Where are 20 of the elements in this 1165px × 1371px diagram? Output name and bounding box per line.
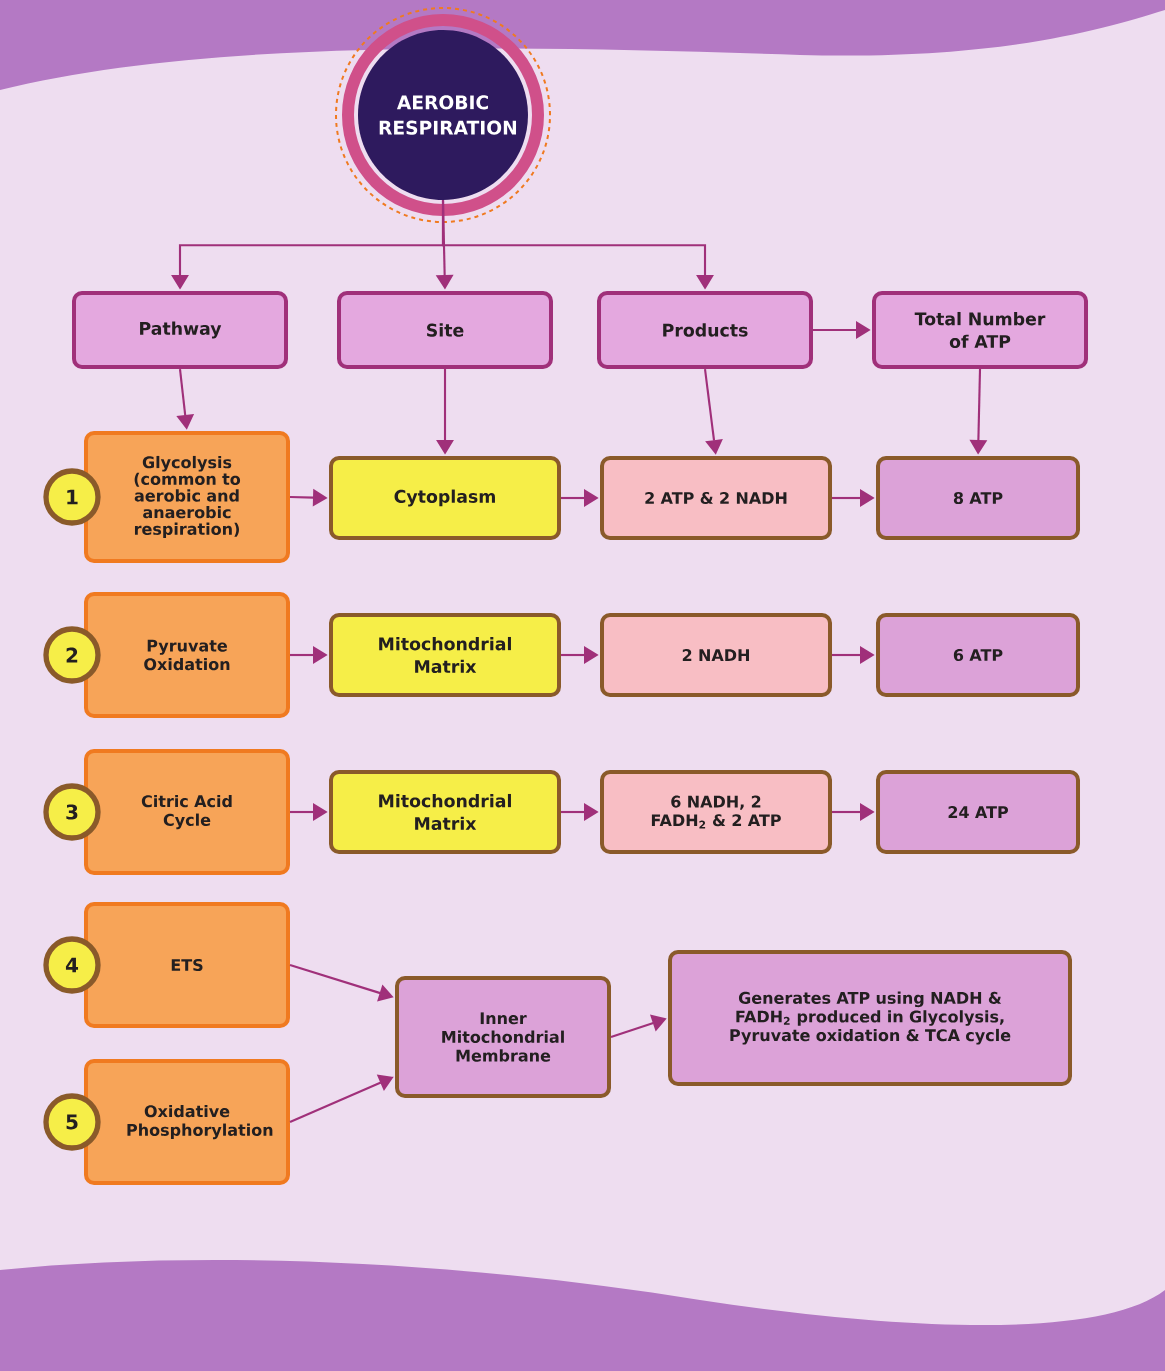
- pathway-box: Pyruvate Oxidation: [84, 592, 290, 718]
- site-box: Mitochondrial Matrix: [329, 613, 561, 697]
- pathway-box: Oxidative Phosphorylation: [84, 1059, 290, 1185]
- column-header-box: Site: [337, 291, 553, 369]
- product-box: 2 NADH: [600, 613, 832, 697]
- result-box: 24 ATP: [876, 770, 1080, 854]
- column-header-box: Pathway: [72, 291, 288, 369]
- result-box: 6 ATP: [876, 613, 1080, 697]
- pathway-box: ETS: [84, 902, 290, 1028]
- result-box: Inner Mitochondrial Membrane: [395, 976, 611, 1098]
- column-header-box: Total Number of ATP: [872, 291, 1088, 369]
- site-box: Cytoplasm: [329, 456, 561, 540]
- product-box: 2 ATP & 2 NADH: [600, 456, 832, 540]
- product-box: 6 NADH, 2 FADH$_{2}$ & 2 ATP: [600, 770, 832, 854]
- result-box: 8 ATP: [876, 456, 1080, 540]
- pathway-box: Glycolysis (common to aerobic and anaerobic respiration): [84, 431, 290, 563]
- pathway-box: Citric Acid Cycle: [84, 749, 290, 875]
- site-box: Mitochondrial Matrix: [329, 770, 561, 854]
- column-header-box: Products: [597, 291, 813, 369]
- result-box: Generates ATP using NADH & FADH$_{2}$ produced in Glycolysis, Pyruvate oxidation & TCA cycle: [668, 950, 1072, 1086]
